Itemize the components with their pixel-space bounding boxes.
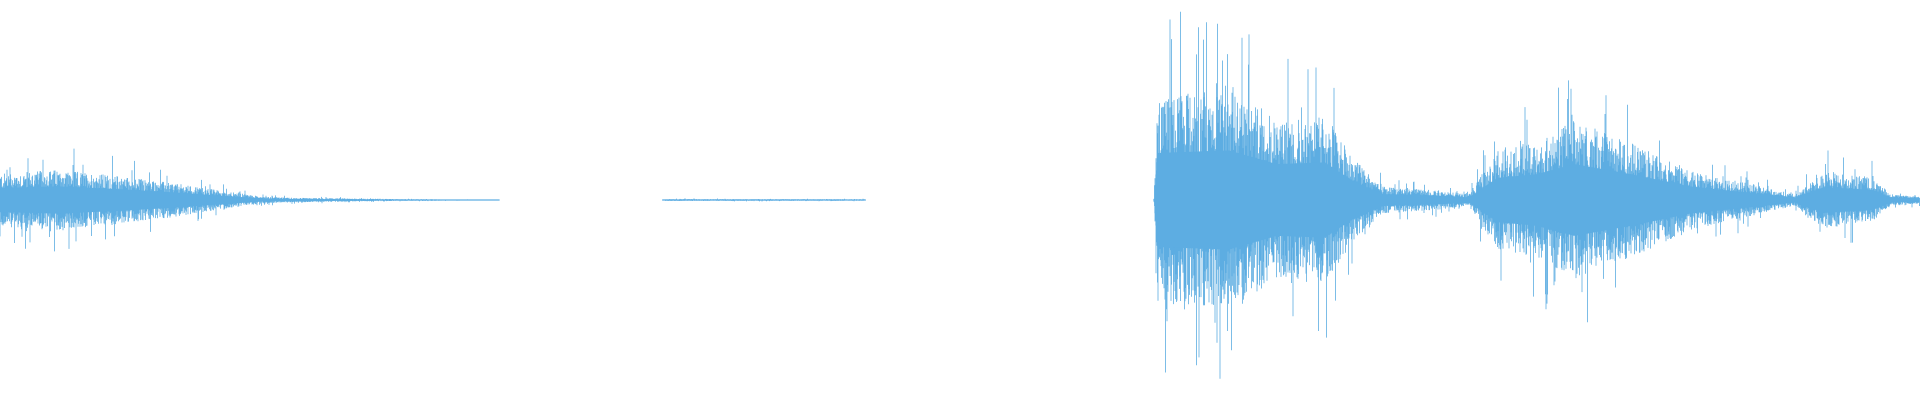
waveform-body bbox=[0, 150, 1920, 250]
